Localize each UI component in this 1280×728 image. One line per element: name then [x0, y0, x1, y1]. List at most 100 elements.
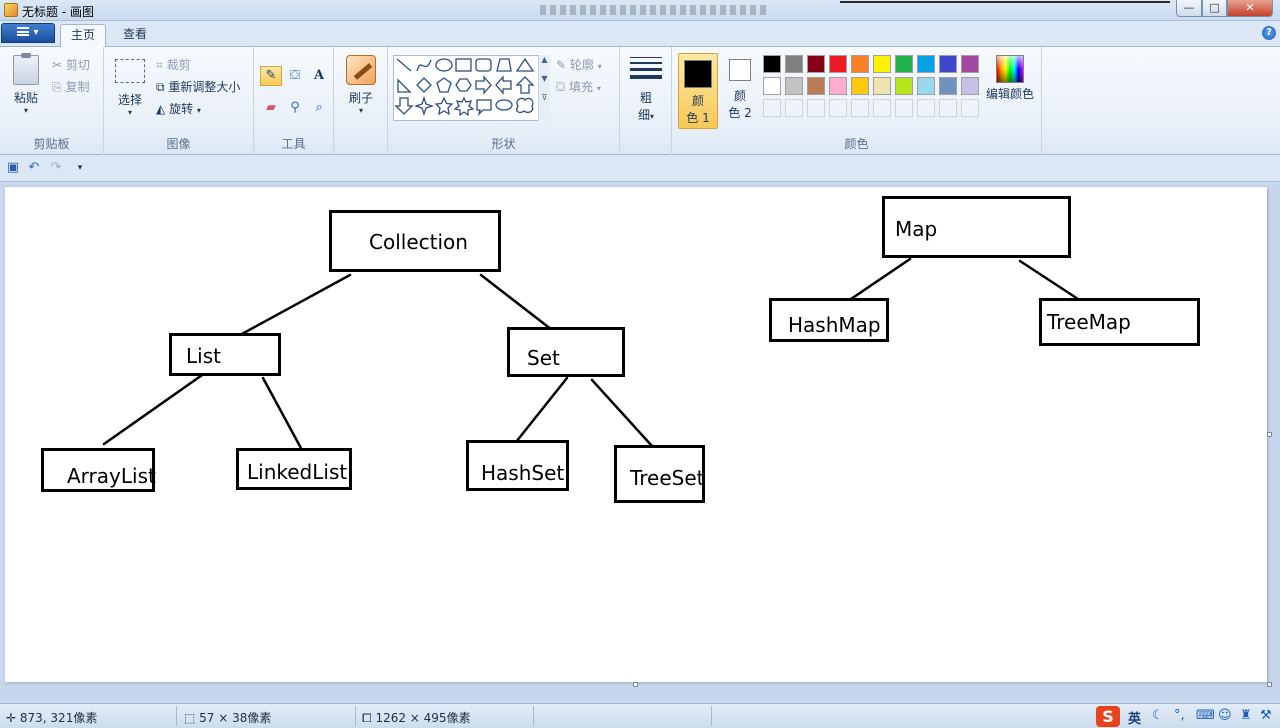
palette-color-swatch[interactable] [939, 55, 957, 73]
sogou-ime-icon[interactable]: S [1096, 706, 1120, 727]
cut-button[interactable]: ✂ 剪切 [52, 56, 90, 73]
resize-button[interactable]: ⧉ 重新调整大小 [156, 78, 240, 95]
canvas-resize-handle-bottom[interactable] [633, 682, 638, 687]
ribbon: 粘贴 ▾ ✂ 剪切 ⎘ 复制 剪贴板 选择 ▾ ⌗ 裁剪 ⧉ 重新调整大小 ◭ … [0, 47, 1280, 155]
moon-icon[interactable]: ☾ [1152, 708, 1164, 723]
palette-color-swatch[interactable] [895, 77, 913, 95]
palette-empty-swatch[interactable] [763, 99, 781, 117]
outline-button[interactable]: ✎ 轮廓 ▾ [556, 56, 602, 73]
palette-color-swatch[interactable] [917, 77, 935, 95]
palette-color-swatch[interactable] [807, 77, 825, 95]
node-list[interactable]: List [169, 333, 281, 376]
ime-language-toggle[interactable]: 英 [1128, 712, 1142, 727]
node-hashset[interactable]: HashSet [466, 440, 569, 491]
paint-menu-button[interactable]: ▾ [1, 23, 55, 43]
palette-color-swatch[interactable] [851, 77, 869, 95]
text-tool[interactable]: A [308, 66, 330, 86]
color1-swatch [684, 60, 712, 88]
eraser-icon: ▰ [266, 100, 276, 115]
customize-toolbar-icon[interactable]: ▾ [77, 163, 83, 173]
close-button[interactable]: ✕ [1227, 0, 1273, 17]
chevron-down-icon: ▾ [196, 106, 201, 115]
palette-color-swatch[interactable] [961, 55, 979, 73]
skin-icon[interactable]: ♜ [1240, 708, 1252, 723]
select-button[interactable]: 选择 ▾ [112, 59, 148, 117]
palette-empty-swatch[interactable] [851, 99, 869, 117]
node-linkedlist[interactable]: LinkedList [236, 448, 352, 490]
palette-color-swatch[interactable] [785, 55, 803, 73]
palette-color-swatch[interactable] [829, 55, 847, 73]
paste-button[interactable]: 粘贴 ▾ [8, 53, 44, 115]
wrench-icon[interactable]: ⚒ [1260, 708, 1272, 723]
brushes-button[interactable]: 刷子 ▾ [344, 55, 378, 115]
palette-empty-swatch[interactable] [807, 99, 825, 117]
save-icon[interactable]: ▣ [6, 160, 20, 175]
palette-color-swatch[interactable] [807, 55, 825, 73]
group-size: 粗 细▾ [620, 47, 672, 155]
selection-rectangle-icon [115, 59, 145, 83]
group-shapes: ▲ ▼ ⊽ ✎ 轮廓 ▾ ⛋ 填充 ▾ 形状 [388, 47, 620, 155]
palette-color-swatch[interactable] [785, 77, 803, 95]
palette-color-swatch[interactable] [939, 77, 957, 95]
canvas-resize-handle-right[interactable] [1267, 432, 1272, 437]
palette-empty-swatch[interactable] [785, 99, 803, 117]
help-icon[interactable]: ? [1262, 26, 1276, 40]
node-collection[interactable]: Collection [329, 210, 501, 272]
palette-color-swatch[interactable] [873, 55, 891, 73]
palette-color-swatch[interactable] [851, 55, 869, 73]
gallery-more-icon[interactable]: ⊽ [541, 93, 548, 102]
palette-color-swatch[interactable] [917, 55, 935, 73]
pencil-tool[interactable]: ✎ [260, 66, 282, 86]
eraser-tool[interactable]: ▰ [260, 98, 282, 118]
tab-home[interactable]: 主页 [60, 24, 107, 48]
fill-button[interactable]: ⛋ 填充 ▾ [556, 78, 601, 95]
brushes-label: 刷子 [348, 91, 373, 105]
fill-tool[interactable]: ⛋ [284, 66, 306, 86]
palette-color-swatch[interactable] [895, 55, 913, 73]
node-treemap[interactable]: TreeMap [1039, 298, 1200, 346]
tab-view[interactable]: 查看 [123, 27, 148, 41]
edit-colors-button[interactable]: 编辑颜色 [982, 55, 1038, 102]
crop-button[interactable]: ⌗ 裁剪 [156, 56, 191, 73]
node-map[interactable]: Map [882, 196, 1071, 258]
palette-empty-swatch[interactable] [961, 99, 979, 117]
user-icon[interactable]: ☺ [1218, 708, 1232, 723]
palette-empty-swatch[interactable] [873, 99, 891, 117]
palette-color-swatch[interactable] [961, 77, 979, 95]
status-divider [711, 706, 712, 726]
color-picker-tool[interactable]: ⚲ [284, 98, 306, 118]
palette-empty-swatch[interactable] [917, 99, 935, 117]
palette-empty-swatch[interactable] [895, 99, 913, 117]
node-hashmap[interactable]: HashMap [769, 298, 889, 342]
node-arraylist[interactable]: ArrayList [41, 448, 156, 492]
undo-icon[interactable]: ↶ [28, 160, 40, 175]
copy-button[interactable]: ⎘ 复制 [52, 78, 89, 95]
crop-label: 裁剪 [166, 58, 191, 72]
color2-button[interactable]: 颜 色 2 [720, 53, 760, 129]
palette-color-swatch[interactable] [763, 55, 781, 73]
cursor-position: ✛ 873, 321像素 [6, 709, 97, 726]
palette-empty-swatch[interactable] [829, 99, 847, 117]
color1-button[interactable]: 颜 色 1 [678, 53, 718, 129]
palette-color-swatch[interactable] [829, 77, 847, 95]
maximize-button[interactable]: □ [1202, 0, 1227, 17]
scroll-down-icon[interactable]: ▼ [541, 74, 548, 83]
palette-color-swatch[interactable] [763, 77, 781, 95]
canvas-resize-handle-corner[interactable] [1267, 682, 1272, 687]
palette-color-swatch[interactable] [873, 77, 891, 95]
node-treeset[interactable]: TreeSet [614, 445, 705, 503]
palette-empty-swatch[interactable] [939, 99, 957, 117]
shapes-scroll[interactable]: ▲ ▼ ⊽ [538, 55, 550, 121]
paint-bucket-icon: ⛋ [290, 68, 300, 83]
node-set[interactable]: Set [507, 327, 625, 377]
punctuation-icon[interactable]: °, [1174, 708, 1185, 723]
shapes-gallery[interactable] [393, 55, 550, 121]
keyboard-icon[interactable]: ⌨ [1196, 708, 1215, 723]
size-button[interactable]: 粗 细▾ [628, 57, 664, 123]
redo-icon[interactable]: ↷ [50, 160, 62, 175]
magnifier-tool[interactable]: ⌕ [308, 98, 330, 118]
rotate-button[interactable]: ◭ 旋转 ▾ [156, 100, 201, 117]
minimize-button[interactable]: — [1176, 0, 1202, 17]
drawing-canvas[interactable]: Collection List Set ArrayList LinkedList… [5, 187, 1267, 682]
scroll-up-icon[interactable]: ▲ [541, 55, 548, 64]
